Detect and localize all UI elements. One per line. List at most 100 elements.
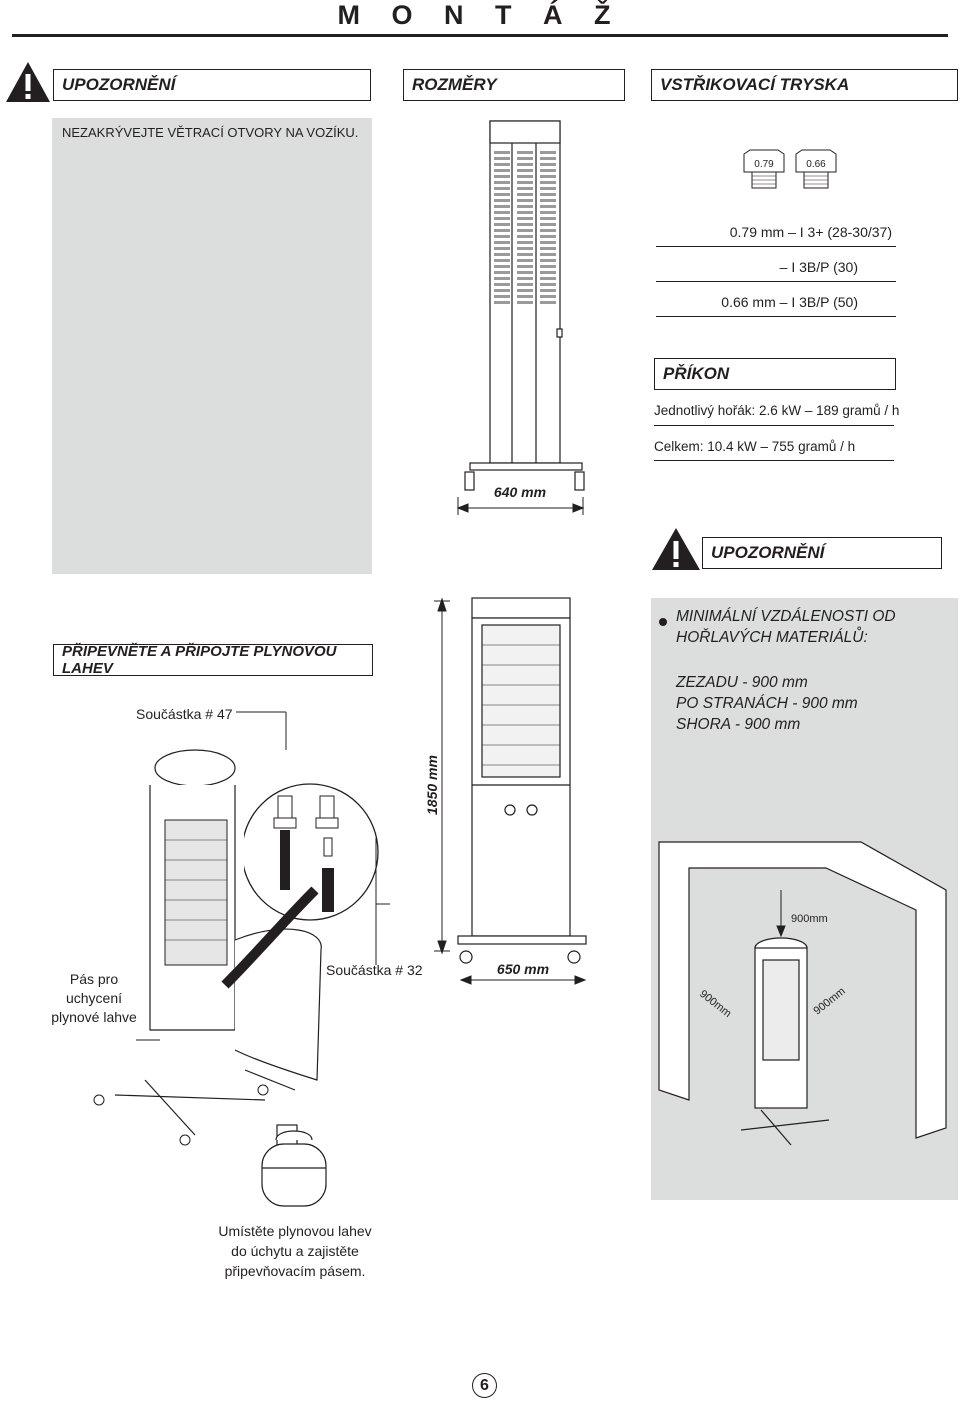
grille-slot [517,211,533,214]
heater-assembly-drawing [93,749,322,1146]
grille-slot [494,235,510,238]
grille-slot [540,259,556,262]
grille-slot [540,295,556,298]
grille-slot [517,199,533,202]
warning-panel [52,118,372,574]
grille-slot [494,277,510,280]
grille-slot [517,289,533,292]
heater-front-drawing: 640 mm [456,120,585,515]
grille-slot [540,175,556,178]
grille-slot [540,211,556,214]
gas-bottle-drawing [261,1130,327,1207]
grille-slot [494,295,510,298]
nozzle-label-b: 0.66 [806,159,826,170]
grille-slot [494,151,510,154]
page-number: 6 [472,1373,497,1398]
width-bottom-dimension: 650 mm [459,961,587,985]
warning-header: UPOZORNĚNÍ [53,69,371,101]
title-rule [12,34,948,37]
grille-slot [517,271,533,274]
nozzle-label-a: 0.79 [754,159,774,170]
grille-slot [540,205,556,208]
nozzle-drawing: 0.79 0.66 [743,149,837,189]
warning-header-label: UPOZORNĚNÍ [62,75,176,94]
diagram-left-label: 900mm [697,988,733,1020]
height-label: 1850 mm [424,755,440,815]
strap-label: Pás pro uchycení plynové lahve [51,971,137,1025]
grille-slot [517,157,533,160]
grille-slot [517,301,533,304]
grille-slot [517,175,533,178]
grille-slot [494,175,510,178]
grille-slot [540,241,556,244]
grille-slot [540,277,556,280]
grille-slot [494,157,510,160]
warning-icon [6,62,50,102]
grille-slot [540,193,556,196]
grille-slot [517,247,533,250]
width-bottom-label: 650 mm [497,961,549,977]
clearance-diagram: 900mm 900mm 900mm [658,841,947,1146]
grille-slot [494,211,510,214]
leader-line [136,1039,160,1041]
grille-slot [494,193,510,196]
grille-slot [540,199,556,202]
clearance-back: ZEZADU - 900 mm [676,674,808,691]
warning-text: NEZAKRÝVEJTE VĚTRACÍ OTVORY NA VOZÍKU. [62,125,359,140]
grille-slot [517,163,533,166]
grille-slot [517,259,533,262]
grille-slot [540,283,556,286]
divider [654,460,894,461]
diagram-right-label: 900mm [811,985,847,1017]
bullet [659,618,667,626]
nozzle-header-label: VSTŘIKOVACÍ TRYSKA [660,75,850,94]
grille-slot [494,247,510,250]
grille-slot [540,163,556,166]
grille-slot [494,301,510,304]
grille-slot [540,169,556,172]
divider [656,281,896,282]
power-total: Celkem: 10.4 kW – 755 gramů / h [654,439,856,454]
connector-callout [236,711,287,750]
heater-side-drawing: 1850 mm [424,597,587,964]
grille-slot [517,265,533,268]
grille-slot [494,199,510,202]
clearance-top: SHORA - 900 mm [676,716,801,733]
grille-slot [517,223,533,226]
clearance-title: MINIMÁLNÍ VZDÁLENOSTI OD HOŘLAVÝCH MATER… [676,608,896,646]
grille-slot [517,277,533,280]
grille-slot [540,223,556,226]
grille-slot [517,181,533,184]
place-bottle-text: Umístěte plynovou lahev do úchytu a zaji… [218,1223,372,1279]
grille-slot [517,169,533,172]
divider [656,246,896,247]
grille-slot [540,265,556,268]
grille-slot [494,181,510,184]
diagram-top-label: 900mm [791,913,828,925]
grille-slot [540,151,556,154]
power-single: Jednotlivý hořák: 2.6 kW – 189 gramů / h [654,403,900,418]
grille-slot [517,193,533,196]
grille-slot [494,163,510,166]
nozzle-line3: 0.66 mm – I 3B/P (50) [721,294,858,310]
part32-label: Součástka # 32 [326,962,423,978]
grille-slot [494,283,510,286]
grille-slot [517,235,533,238]
grille-slot [494,187,510,190]
warning-icon [652,528,700,570]
grille-slot [517,283,533,286]
warning2-header-label: UPOZORNĚNÍ [711,543,825,562]
grille-slot [494,205,510,208]
grille-slot [540,289,556,292]
grille-slot [494,229,510,232]
grille-slot [517,229,533,232]
grille-slot [540,181,556,184]
grille-slot [517,295,533,298]
grille-slot [517,253,533,256]
grille-slot [540,229,556,232]
grille-slot [540,157,556,160]
grille-slot [540,253,556,256]
page-title: M O N T Á Ž [337,0,623,30]
grille-slot [540,301,556,304]
grille-slot [494,259,510,262]
